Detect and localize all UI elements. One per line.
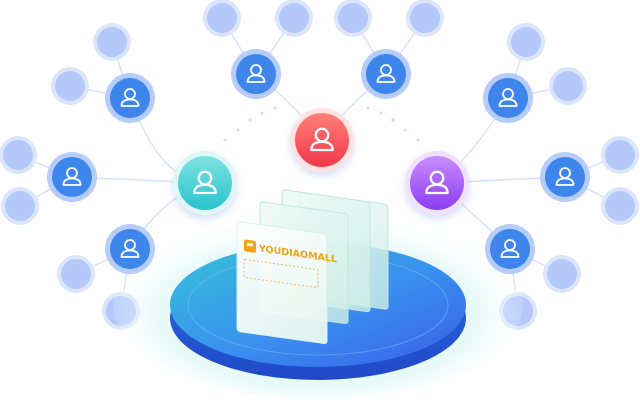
leaf-node [275, 0, 313, 37]
leaf-node [406, 0, 444, 37]
leaf-node [1, 187, 39, 225]
leaf-node [549, 67, 587, 105]
user-node [485, 224, 535, 274]
leaf-node [93, 23, 131, 61]
brand-input-box [243, 258, 319, 289]
hub-user-purple [405, 151, 469, 215]
user-node [105, 224, 155, 274]
card-stack: YOUDIAOMALL [236, 189, 389, 345]
leaf-node [203, 0, 241, 37]
user-node [47, 152, 97, 202]
leaf-node [51, 67, 89, 105]
user-node [361, 49, 411, 99]
user-nodes [47, 49, 590, 274]
leaf-node [543, 255, 581, 293]
leaf-node [334, 0, 372, 37]
hub-user-red [290, 108, 354, 172]
user-node [540, 152, 590, 202]
hub-user-teal [173, 151, 237, 215]
user-node [105, 73, 155, 123]
leaf-nodes [0, 0, 639, 330]
leaf-node [507, 23, 545, 61]
box-icon [244, 239, 256, 253]
user-node [231, 49, 281, 99]
brand-card: YOUDIAOMALL [236, 221, 337, 345]
dotted-orbit [223, 106, 420, 142]
hub-nodes [173, 108, 469, 215]
leaf-node [601, 136, 639, 174]
leaf-node [601, 187, 639, 225]
user-node [483, 73, 533, 123]
leaf-node [0, 136, 37, 174]
leaf-node [57, 255, 95, 293]
